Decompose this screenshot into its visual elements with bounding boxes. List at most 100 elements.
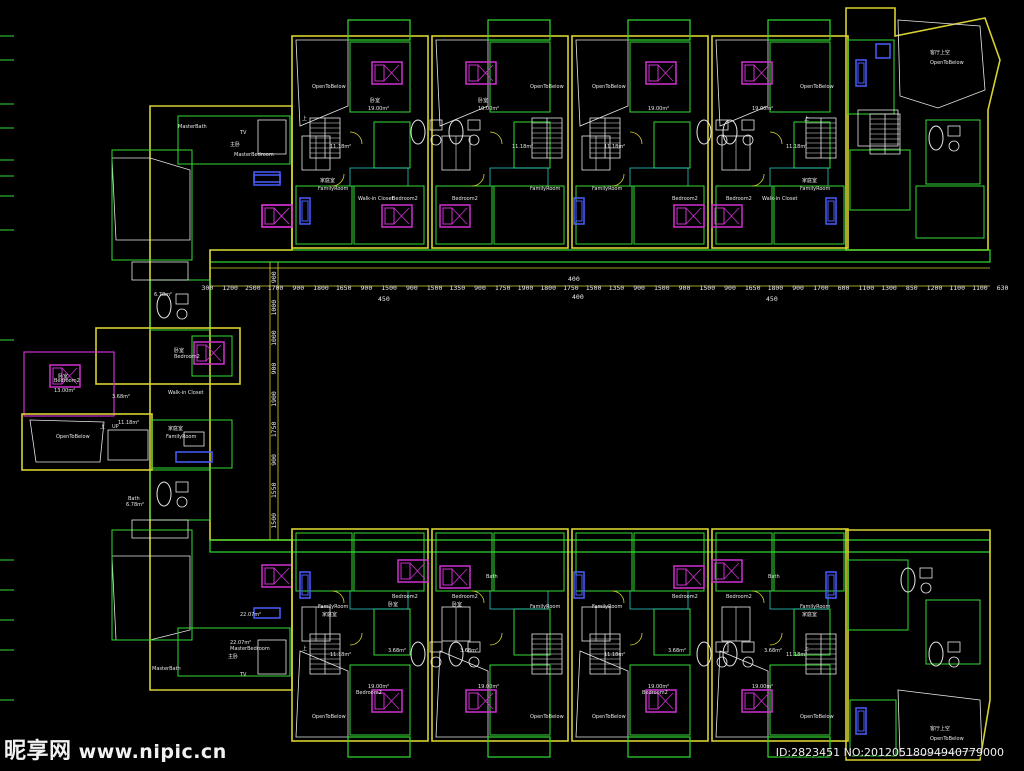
top-total-1: 400 [568,275,580,283]
top-dimension-17: 1500 [586,284,602,292]
label-area-stair-4: 11.18m² [786,144,807,150]
top-dimension-22: 1500 [699,284,715,292]
top-dimension-33: 1100 [949,284,965,292]
left-dimension-0: 900 [270,271,278,283]
label-cn-master-top: 主卧 [230,141,240,148]
label-area-stair-b1: 11.18m² [330,652,351,658]
label-bedroom-top-1: Bedroom2 [392,196,418,202]
label-master-bath-top: MasterBath [178,124,207,130]
label-cn-bedroom-bottom-1: 卧室 [388,601,398,608]
label-area-stair-3: 11.18m² [604,144,625,150]
left-dimension-7: 1550 [270,482,278,498]
label-family-left: FamilyRoom [166,434,196,440]
left-dimension-1: 1000 [270,300,278,316]
label-family-bottom-4: FamilyRoom [800,604,830,610]
top-dimension-34: 1100 [972,284,988,292]
top-dimension-7: 900 [361,284,373,292]
label-master-bath-bottom: MasterBath [152,666,181,672]
watermark-site: www.nipic.cn [78,741,227,763]
label-walkin-top-1: Walk-in Closet [358,196,394,202]
label-cn-bedroom-left-2: 卧室 [174,347,184,354]
top-dimension-32: 1200 [927,284,943,292]
label-area-top-1: 19.00m² [368,106,389,112]
top-dimension-5: 1800 [313,284,329,292]
label-bedroom-bottom-2: Bedroom2 [452,594,478,600]
label-walkin-top-2: Walk-in Closet [762,196,798,202]
dimension-lines [210,262,990,541]
top-dimension-20: 1500 [654,284,670,292]
label-open-below-b1: OpenToBelow [312,714,346,720]
label-area-closet-b1: 3.68m² [388,648,406,654]
watermark-logo-text: 昵享网 [4,739,72,764]
label-open-below-b2: OpenToBelow [530,714,564,720]
top-dimension-28: 600 [838,284,850,292]
label-open-below-b5: OpenToBelow [930,736,964,742]
label-area-master-top: 22.07m² [240,612,261,618]
label-cn-family-top-1: 家庭室 [320,177,335,184]
label-area-closet-b2: 3.68m² [460,648,478,654]
top-dimension-3: 1700 [268,284,284,292]
label-cn-bedroom-bottom-2: 卧室 [452,601,462,608]
top-dimension-30: 1300 [881,284,897,292]
label-master-bedroom-top: MasterBedroom [234,152,274,158]
label-cn-family-left: 家庭室 [168,425,183,432]
label-master-bedroom-bottom: MasterBedroom [230,646,270,652]
label-bedroom-bottom-6: Bedroom2 [642,690,668,696]
label-bedroom-top-2: Bedroom2 [452,196,478,202]
top-total-3: 450 [766,295,778,303]
label-bath-bottom-2: Bath [768,574,780,580]
top-dimension-11: 1350 [449,284,465,292]
top-dimension-18: 1350 [609,284,625,292]
label-up-bottom-2: 上 [804,645,809,652]
label-area-left-bath-2: 6.78m² [126,502,144,508]
top-dimension-13: 1750 [495,284,511,292]
top-dimension-35: 630 [997,284,1009,292]
label-bedroom-bottom-1: Bedroom2 [392,594,418,600]
top-dimension-2: 2500 [245,284,261,292]
label-up-top-2: 上 [804,115,809,122]
top-dimension-1: 1200 [222,284,238,292]
label-bedroom-bottom-5: Bedroom2 [356,690,382,696]
left-wing: Bedroom2 13.00m² 卧室 OpenToBelow FamilyRo… [21,105,293,691]
label-area-top-3: 19.00m² [648,106,669,112]
label-up-top-1: 上 [302,115,307,122]
bottom-wing: OpenToBelow OpenToBelow OpenToBelow Open… [209,528,991,761]
watermark-logo: 昵享网 www.nipic.cn [4,733,227,765]
label-open-below-b4: OpenToBelow [800,714,834,720]
label-up-bottom-1: 上 [302,645,307,652]
label-open-below-2: OpenToBelow [530,84,564,90]
label-area-bottom-4: 19.00m² [752,684,773,690]
label-area-stair-1: 11.18m² [330,144,351,150]
label-up-left: 上 [100,423,105,430]
label-tv-bottom: TV [239,672,247,678]
top-dimension-14: 1900 [518,284,534,292]
top-total-0: 450 [378,295,390,303]
top-dimension-21: 900 [679,284,691,292]
left-edge-ticks [0,35,14,701]
label-area-closet-b4: 3.68m² [764,648,782,654]
label-cn-below-top: 客厅上空 [930,49,950,56]
top-dimension-0: 300 [202,284,214,292]
label-family-bottom-1: FamilyRoom [318,604,348,610]
label-open-below-left: OpenToBelow [56,434,90,440]
top-dimension-25: 1800 [768,284,784,292]
label-bedroom-left-2: Bedroom2 [174,354,200,360]
label-up-en-left: UP [112,424,119,430]
label-cn-family-bottom-1: 家庭室 [322,611,337,618]
watermark-image-id: ID:2823451 NO:20120518094940779000 [775,746,1004,759]
top-dimension-6: 1650 [336,284,352,292]
label-area-left-bed: 13.00m² [54,388,75,394]
label-area-top-4: 19.00m² [752,106,773,112]
top-dimension-29: 1100 [858,284,874,292]
label-family-top-1: FamilyRoom [318,186,348,192]
label-open-below-5: OpenToBelow [930,60,964,66]
label-open-below-4: OpenToBelow [800,84,834,90]
label-cn-family-top-2: 家庭室 [802,177,817,184]
label-area-left-stair: 11.18m² [118,420,139,426]
left-dimension-4: 1900 [270,391,278,407]
label-bath-bottom-1: Bath [486,574,498,580]
top-dimension-15: 1800 [540,284,556,292]
label-area-top-2: 19.00m² [478,106,499,112]
